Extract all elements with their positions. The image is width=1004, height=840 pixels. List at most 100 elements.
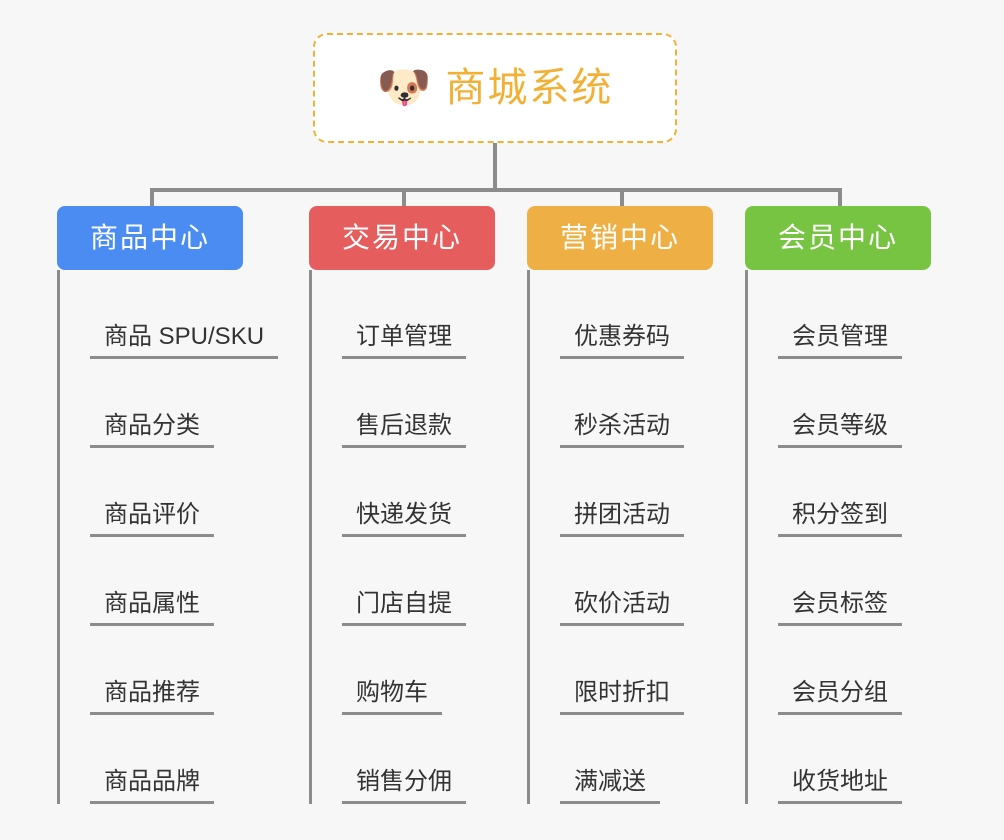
branch-item[interactable]: 秒杀活动 — [527, 359, 713, 448]
branch-item[interactable]: 会员标签 — [745, 537, 931, 626]
branch-item[interactable]: 商品属性 — [57, 537, 243, 626]
branch-item-underline: 拼团活动 — [560, 500, 684, 537]
branch-item[interactable]: 拼团活动 — [527, 448, 713, 537]
branch-item-label: 门店自提 — [356, 589, 452, 617]
branch-item-underline: 售后退款 — [342, 411, 466, 448]
branch-item[interactable]: 会员管理 — [745, 270, 931, 359]
branch-header-4[interactable]: 会员中心 — [745, 206, 931, 270]
branch-item[interactable]: 限时折扣 — [527, 626, 713, 715]
branch-item-label: 商品评价 — [104, 500, 200, 528]
branch-item-label: 限时折扣 — [574, 678, 670, 706]
branch-item-list-2: 订单管理售后退款快递发货门店自提购物车销售分佣 — [309, 270, 495, 804]
branch-item-underline: 会员管理 — [778, 322, 902, 359]
branch-item[interactable]: 门店自提 — [309, 537, 495, 626]
branch-item-underline: 满减送 — [560, 767, 660, 804]
branch-item-underline: 商品 SPU/SKU — [90, 322, 279, 359]
branch-item[interactable]: 优惠券码 — [527, 270, 713, 359]
branch-item-label: 砍价活动 — [574, 589, 670, 617]
branch-item-underline: 商品评价 — [90, 500, 214, 537]
branch-item[interactable]: 积分签到 — [745, 448, 931, 537]
branch-column-4: 会员中心会员管理会员等级积分签到会员标签会员分组收货地址 — [745, 206, 931, 804]
branch-item-label: 会员管理 — [792, 322, 888, 350]
branch-spine-4 — [745, 270, 748, 804]
connector-horizontal-bus — [150, 188, 842, 192]
branch-item-label: 商品推荐 — [104, 678, 200, 706]
branch-header-label: 会员中心 — [777, 222, 898, 253]
branch-item[interactable]: 商品推荐 — [57, 626, 243, 715]
branch-header-2[interactable]: 交易中心 — [309, 206, 495, 270]
branch-item-list-1: 商品 SPU/SKU 商品分类商品评价商品属性商品推荐商品品牌 — [57, 270, 279, 804]
branch-item-label: 商品属性 — [104, 589, 200, 617]
branch-item-underline: 积分签到 — [778, 500, 902, 537]
branch-item-underline: 会员分组 — [778, 678, 902, 715]
branch-item-underline: 秒杀活动 — [560, 411, 684, 448]
branch-item-underline: 会员标签 — [778, 589, 902, 626]
branch-item[interactable]: 快递发货 — [309, 448, 495, 537]
branch-spine-1 — [57, 270, 60, 804]
branch-item-underline: 商品属性 — [90, 589, 214, 626]
connector-root-stem — [493, 143, 497, 190]
connector-drop-1 — [150, 190, 154, 210]
branch-item[interactable]: 销售分佣 — [309, 715, 495, 804]
branch-item-underline: 商品分类 — [90, 411, 214, 448]
branch-item[interactable]: 会员等级 — [745, 359, 931, 448]
connector-drop-4 — [838, 190, 842, 210]
branch-item-label: 满减送 — [574, 767, 646, 795]
branch-item-label: 会员等级 — [792, 411, 888, 439]
branch-item-label: 优惠券码 — [574, 322, 670, 350]
branch-item-label: 售后退款 — [356, 411, 452, 439]
branch-item[interactable]: 砍价活动 — [527, 537, 713, 626]
branch-item-label: 积分签到 — [792, 500, 888, 528]
branch-item-underline: 快递发货 — [342, 500, 466, 537]
branch-item[interactable]: 购物车 — [309, 626, 495, 715]
branch-item-label: 订单管理 — [356, 322, 452, 350]
branch-item-underline: 门店自提 — [342, 589, 466, 626]
branch-column-1: 商品中心商品 SPU/SKU 商品分类商品评价商品属性商品推荐商品品牌 — [57, 206, 279, 804]
branch-item-label: 会员标签 — [792, 589, 888, 617]
root-node-label: 商城系统 — [445, 66, 614, 110]
branch-item-list-3: 优惠券码秒杀活动拼团活动砍价活动限时折扣满减送 — [527, 270, 713, 804]
branch-item-underline: 商品品牌 — [90, 767, 214, 804]
branch-item-label: 拼团活动 — [574, 500, 670, 528]
branch-header-label: 交易中心 — [341, 222, 462, 253]
branch-item-label: 快递发货 — [356, 500, 452, 528]
branch-header-label: 营销中心 — [559, 222, 680, 253]
branch-item-underline: 商品推荐 — [90, 678, 214, 715]
branch-item[interactable]: 售后退款 — [309, 359, 495, 448]
branch-item[interactable]: 商品分类 — [57, 359, 243, 448]
branch-item-label: 会员分组 — [792, 678, 888, 706]
branch-item-label: 商品品牌 — [104, 767, 200, 795]
branch-item-label: 商品分类 — [104, 411, 200, 439]
shiba-dog-face-icon: 🐶 — [376, 62, 432, 113]
branch-item-label: 秒杀活动 — [574, 411, 670, 439]
connector-drop-2 — [402, 190, 406, 210]
branch-column-3: 营销中心优惠券码秒杀活动拼团活动砍价活动限时折扣满减送 — [527, 206, 713, 804]
branch-item-underline: 限时折扣 — [560, 678, 684, 715]
branch-item-underline: 收货地址 — [778, 767, 902, 804]
branch-spine-3 — [527, 270, 530, 804]
branch-item-underline: 购物车 — [342, 678, 442, 715]
branch-item[interactable]: 商品 SPU/SKU — [57, 270, 279, 359]
branch-item[interactable]: 商品评价 — [57, 448, 243, 537]
branch-item-underline: 订单管理 — [342, 322, 466, 359]
branch-header-3[interactable]: 营销中心 — [527, 206, 713, 270]
branch-item-underline: 销售分佣 — [342, 767, 466, 804]
branch-column-2: 交易中心订单管理售后退款快递发货门店自提购物车销售分佣 — [309, 206, 495, 804]
branch-item-label: 收货地址 — [792, 767, 888, 795]
branch-item-underline: 会员等级 — [778, 411, 902, 448]
branch-header-label: 商品中心 — [89, 222, 210, 253]
branch-item[interactable]: 满减送 — [527, 715, 713, 804]
branch-item-label: 销售分佣 — [356, 767, 452, 795]
branch-header-1[interactable]: 商品中心 — [57, 206, 243, 270]
branch-item[interactable]: 收货地址 — [745, 715, 931, 804]
branch-item[interactable]: 会员分组 — [745, 626, 931, 715]
branch-item-label: 商品 SPU/SKU — [104, 322, 265, 350]
branch-item-underline: 优惠券码 — [560, 322, 684, 359]
branch-spine-2 — [309, 270, 312, 804]
branch-item-list-4: 会员管理会员等级积分签到会员标签会员分组收货地址 — [745, 270, 931, 804]
branch-item-label: 购物车 — [356, 678, 428, 706]
root-node[interactable]: 🐶 商城系统 — [313, 33, 677, 143]
branch-item[interactable]: 订单管理 — [309, 270, 495, 359]
branch-item[interactable]: 商品品牌 — [57, 715, 243, 804]
